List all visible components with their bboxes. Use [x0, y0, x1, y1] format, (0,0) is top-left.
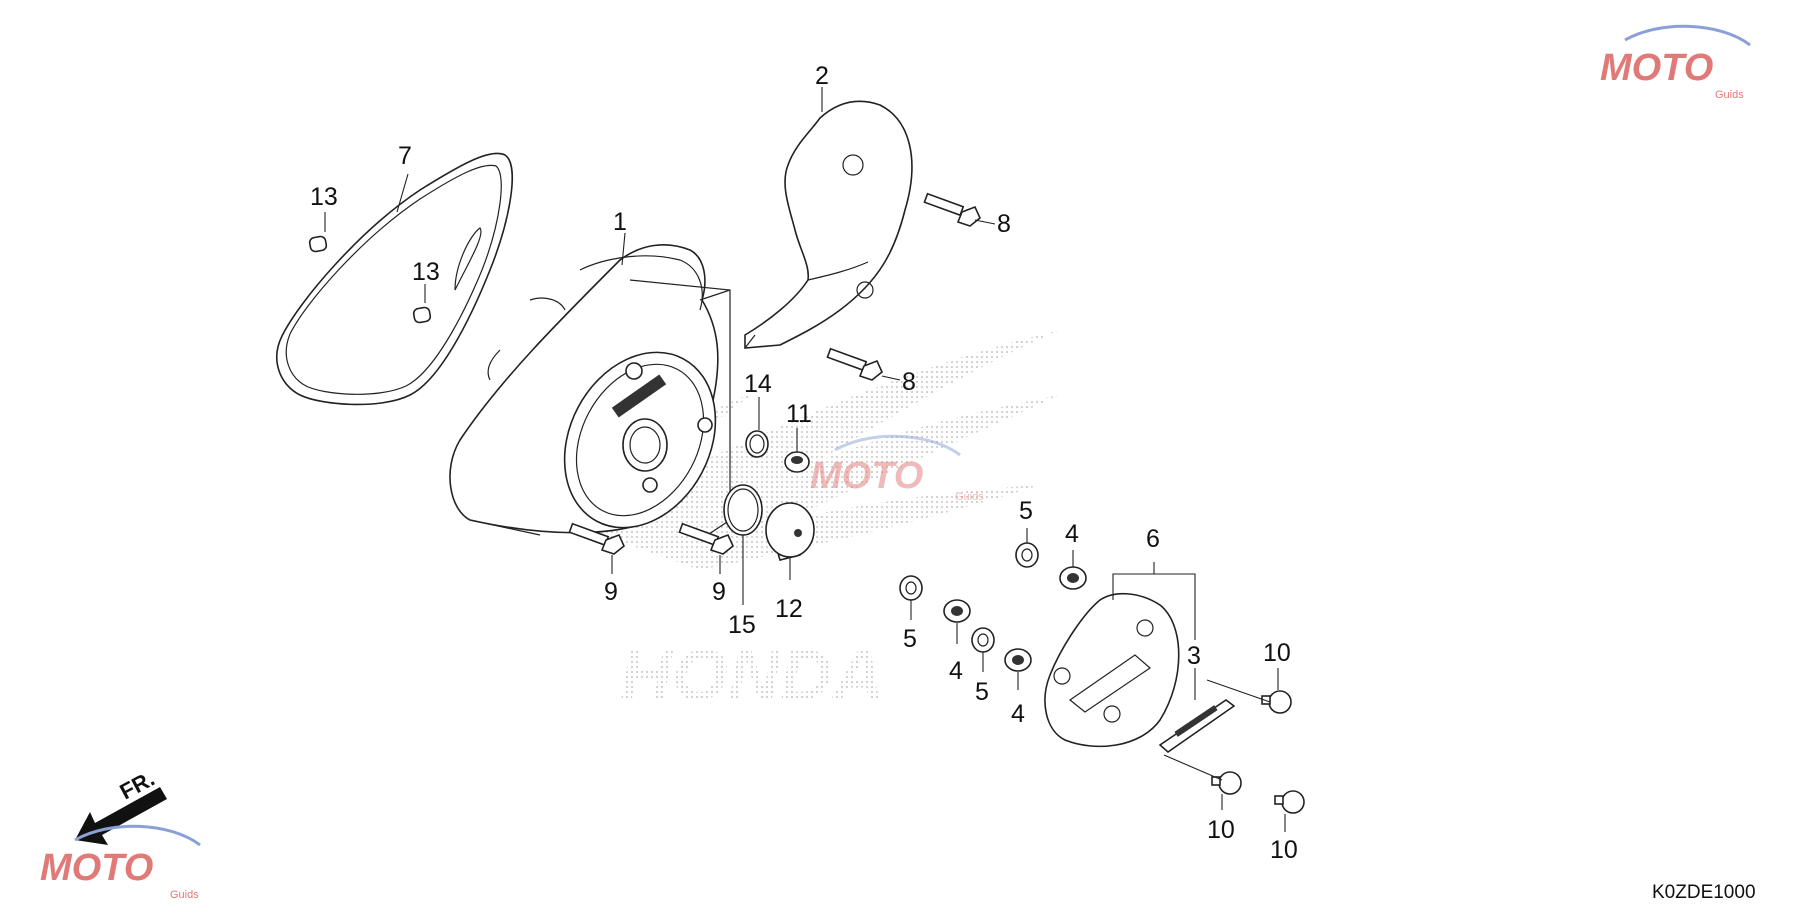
label-4b: 4 [949, 657, 963, 685]
label-9b: 9 [712, 578, 726, 606]
part-labels: 2 7 13 13 1 8 8 14 11 9 9 12 15 5 4 6 5 … [310, 62, 1298, 864]
nut-4c [1004, 648, 1032, 672]
dowel-pin-13a [308, 235, 328, 253]
side-cover-part-6 [1044, 592, 1180, 748]
bolt-9a [568, 522, 625, 555]
label-10b: 10 [1207, 816, 1235, 844]
washer-5c [971, 627, 995, 653]
leader-lines [324, 87, 1286, 832]
label-10a: 10 [1263, 639, 1291, 667]
cap-part-11 [784, 451, 810, 473]
watermark-sub-bottom: Guids [170, 889, 199, 901]
label-10c: 10 [1270, 836, 1298, 864]
crankcase-cover-part-1 [449, 244, 731, 541]
label-8a: 8 [997, 210, 1011, 238]
plug-part-12 [765, 502, 815, 561]
label-3: 3 [1187, 642, 1201, 670]
label-11: 11 [786, 400, 812, 428]
diagram-code: K0ZDE1000 [1652, 882, 1756, 903]
label-15: 15 [728, 611, 756, 639]
bolt-9b [678, 522, 734, 555]
label-5b: 5 [903, 625, 917, 653]
label-4a: 4 [1065, 520, 1079, 548]
screw-10b [1211, 771, 1242, 795]
label-1: 1 [613, 208, 627, 236]
bolt-8a [923, 192, 981, 227]
washer-5a [1015, 542, 1039, 568]
label-8b: 8 [902, 368, 916, 396]
label-13b: 13 [412, 258, 440, 286]
label-13a: 13 [310, 183, 338, 211]
upper-cover-part-2 [744, 100, 913, 349]
moto-watermark-bottom-left: MOTO Guids [40, 824, 201, 901]
dowel-pin-13b [412, 306, 432, 324]
washer-5b [899, 575, 923, 601]
o-ring-part-14 [745, 430, 769, 458]
label-7: 7 [398, 142, 412, 170]
nut-4b [943, 599, 971, 623]
label-2: 2 [815, 62, 829, 90]
honda-dotted-text: HONDA [620, 636, 884, 716]
screw-10c [1274, 790, 1305, 814]
o-ring-part-15 [723, 484, 763, 536]
label-14: 14 [744, 370, 772, 398]
bolt-8b [826, 347, 883, 381]
label-9a: 9 [604, 578, 618, 606]
nut-4a [1059, 566, 1087, 590]
watermark-text-center: MOTO [810, 455, 923, 497]
label-12: 12 [775, 595, 803, 623]
screw-10a [1261, 690, 1292, 714]
moto-watermark-center: MOTO Guids [810, 434, 984, 503]
label-4c: 4 [1011, 700, 1025, 728]
label-5c: 5 [975, 678, 989, 706]
watermark-text-top: MOTO [1600, 47, 1713, 89]
label-5a: 5 [1019, 497, 1033, 525]
emblem-part-3 [1158, 699, 1236, 754]
gasket-part-7 [276, 152, 514, 406]
watermark-sub-center: Guids [955, 491, 984, 503]
watermark-text-bottom: MOTO [40, 847, 153, 889]
label-6: 6 [1146, 525, 1160, 553]
moto-watermark-top-right: MOTO Guids [1600, 24, 1751, 101]
watermark-sub-top: Guids [1715, 89, 1744, 101]
